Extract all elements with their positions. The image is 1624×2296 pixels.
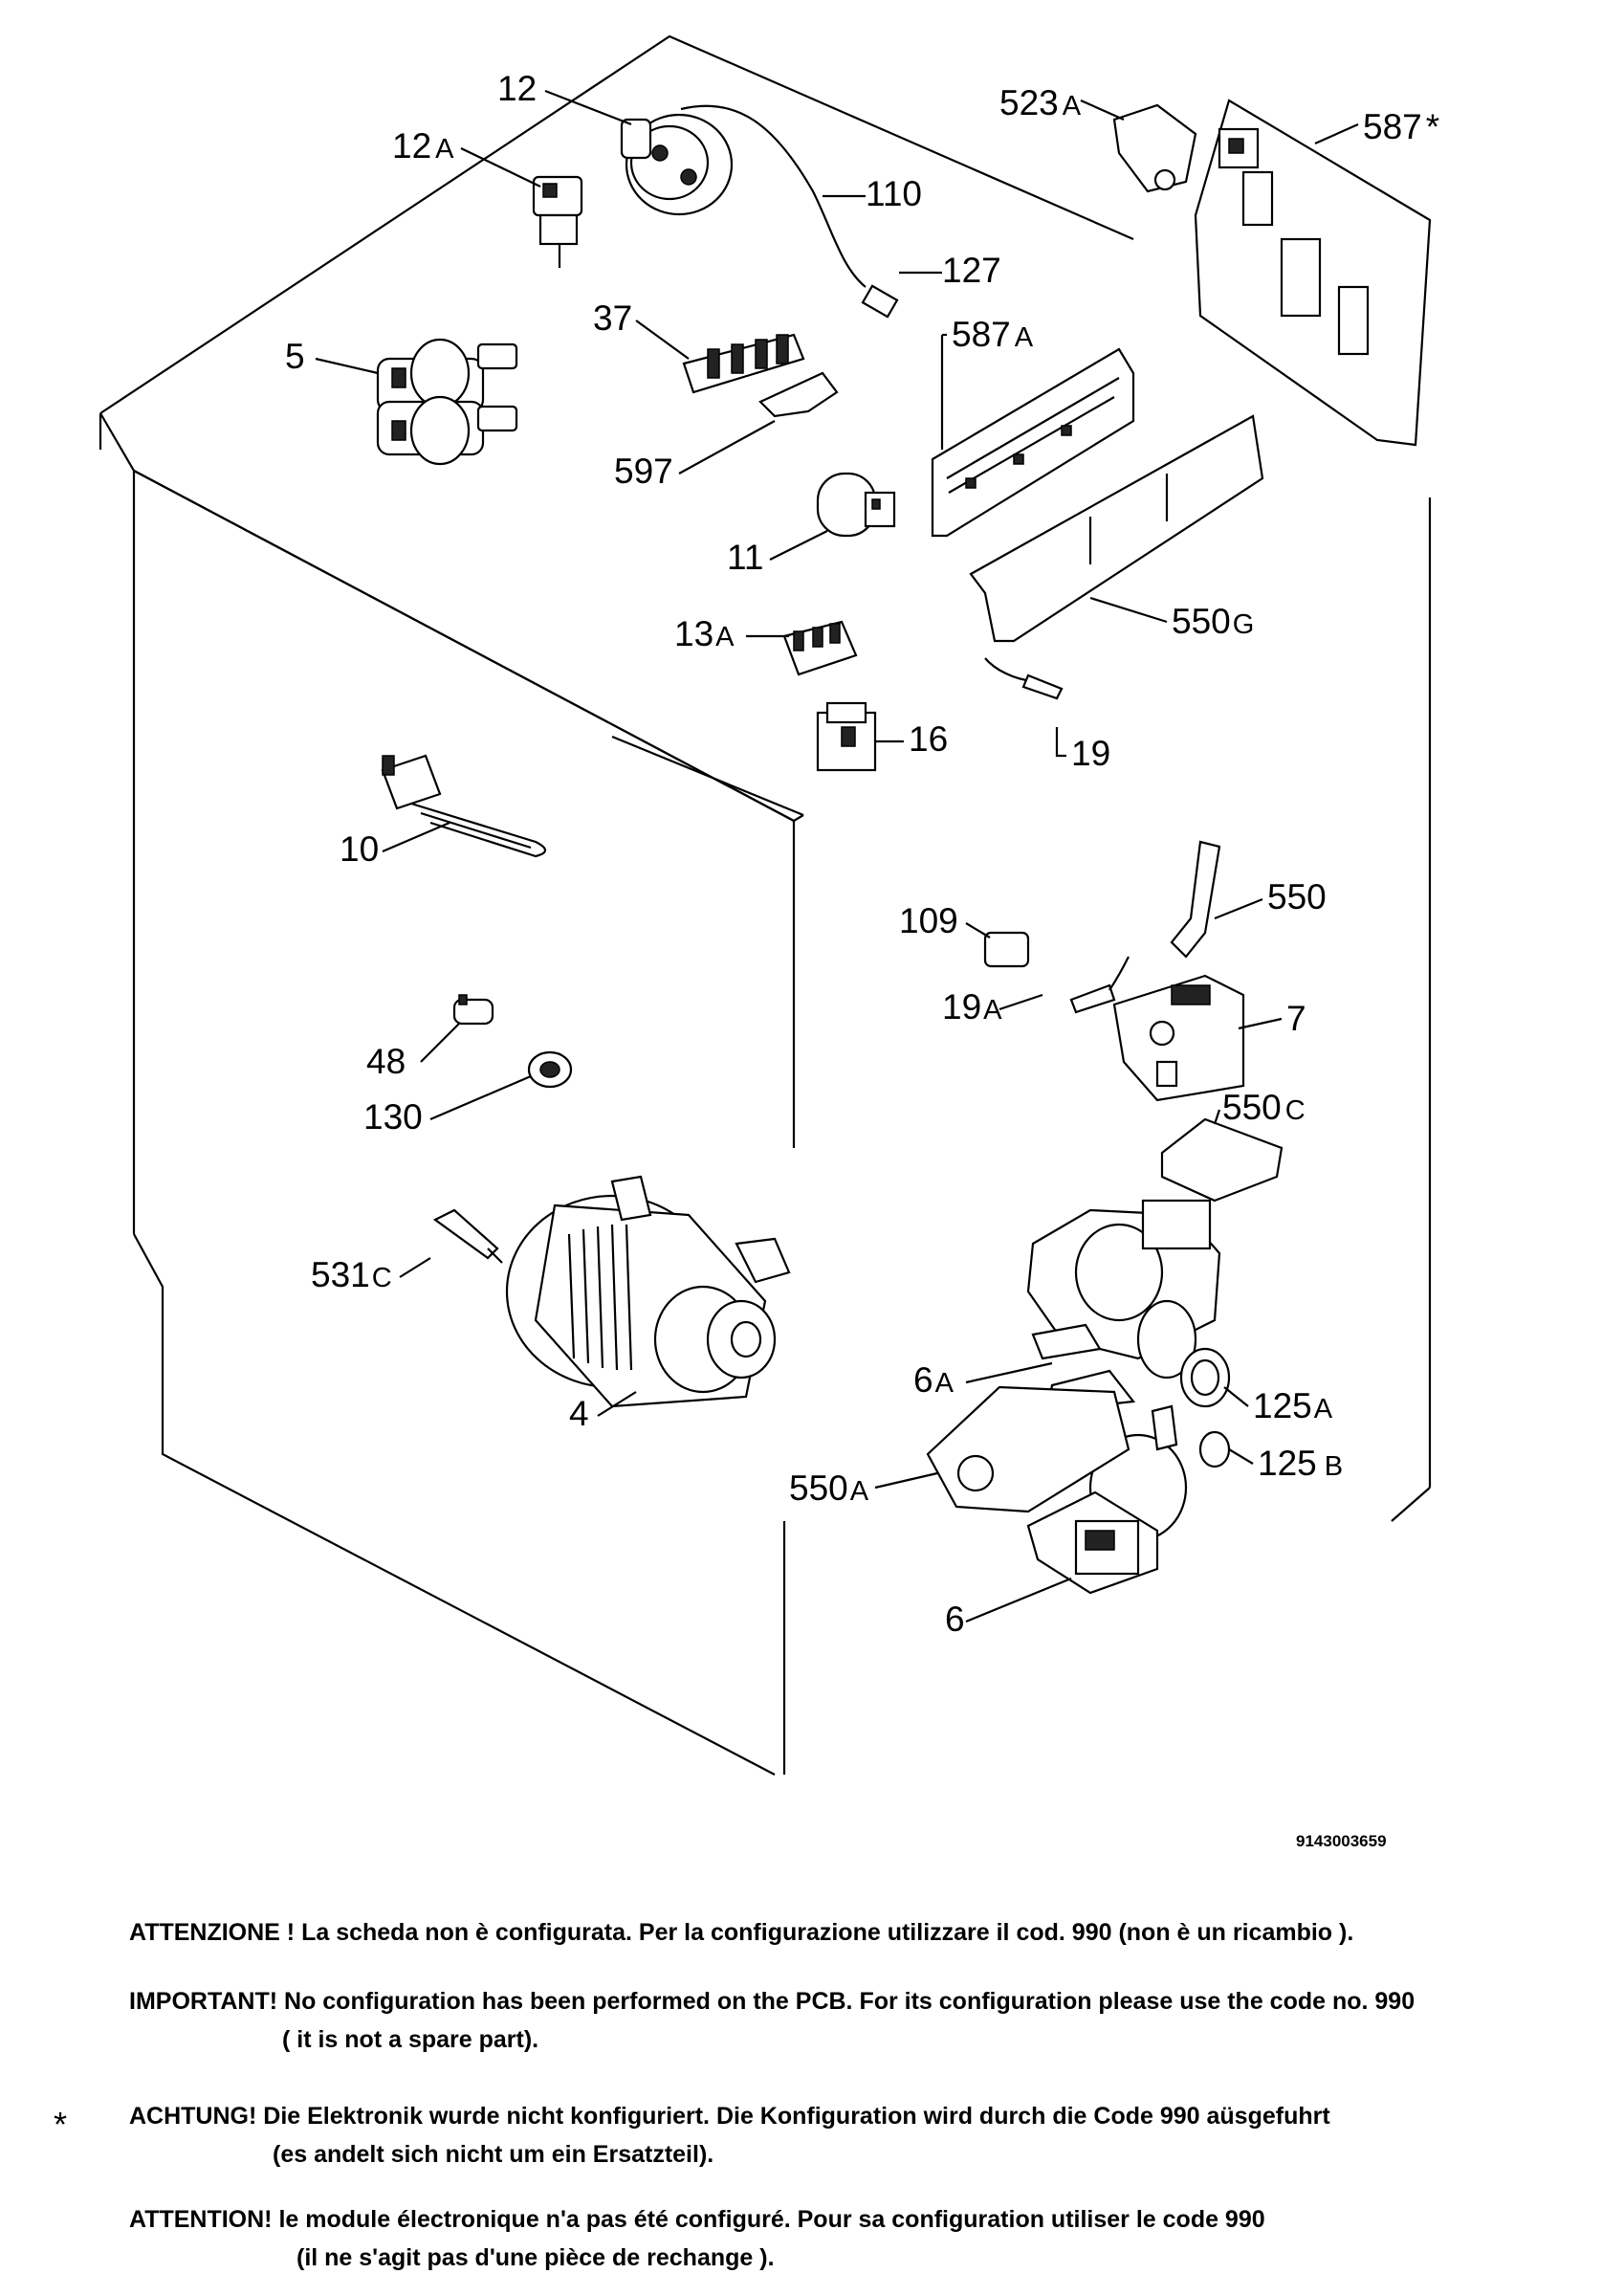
label-125a: 125A — [1253, 1386, 1333, 1425]
label-550: 550 — [1267, 877, 1327, 916]
lever-550-part — [1170, 840, 1221, 959]
label-19a: 19A — [942, 987, 1002, 1027]
terminal-block-part — [682, 333, 805, 394]
note-french-line-2: (il ne s'agit pas d'une pièce de rechang… — [296, 2244, 775, 2271]
seal-125b-part — [1198, 1430, 1231, 1468]
leader-19 — [1055, 727, 1066, 758]
label-550a: 550A — [789, 1468, 869, 1508]
label-12: 12 — [497, 69, 537, 108]
pump-housing-part — [1026, 1199, 1221, 1380]
label-5: 5 — [285, 337, 305, 376]
part-109 — [983, 931, 1030, 968]
control-board-part — [1194, 99, 1432, 447]
label-597: 597 — [614, 452, 673, 491]
ntc-probe-part — [1021, 673, 1064, 700]
label-10: 10 — [340, 829, 379, 869]
label-531c: 531C — [311, 1255, 392, 1294]
label-6a: 6A — [913, 1360, 955, 1400]
part-48 — [452, 994, 494, 1026]
bracket-part — [969, 414, 1264, 643]
cabinet-outline — [99, 34, 1432, 1776]
seal-125a-inner — [1190, 1358, 1220, 1397]
note-italian-text: ATTENZIONE ! La scheda non è configurata… — [129, 1919, 1354, 1946]
label-13a: 13A — [674, 614, 735, 653]
label-6: 6 — [945, 1600, 965, 1639]
ntc-probe-wire — [984, 657, 1034, 683]
door-lock-part-7 — [1112, 974, 1245, 1102]
drain-pump-part — [1026, 1404, 1188, 1595]
note-french-line-1: ATTENTION! le module électronique n'a pa… — [129, 2206, 1265, 2233]
exploded-parts-diagram: 12 12A 110 127 37 5 597 11 13A 16 19 10 … — [99, 34, 1439, 1850]
note-german-line-1: ACHTUNG! Die Elektronik wurde nicht konf… — [129, 2103, 1330, 2130]
inlet-valve-part — [376, 338, 518, 466]
note-english: IMPORTANT! No configuration has been per… — [129, 1982, 1415, 2059]
label-587-star: 587* — [1363, 107, 1439, 146]
label-11: 11 — [727, 538, 763, 577]
label-48: 48 — [366, 1042, 406, 1081]
pressure-switch-part — [620, 113, 734, 216]
capacitor-part — [816, 472, 896, 538]
pcb-panel-part — [931, 347, 1135, 538]
asterisk-marker: * — [54, 2105, 68, 2144]
note-english-line-2: ( it is not a spare part). — [282, 2026, 539, 2053]
label-16: 16 — [909, 719, 948, 759]
relay-part — [816, 701, 877, 772]
label-130: 130 — [363, 1097, 423, 1137]
probe-19a-part — [1069, 983, 1116, 1014]
sensor-part — [532, 175, 583, 268]
note-english-line-1: IMPORTANT! No configuration has been per… — [129, 1988, 1416, 2015]
probe-19a-wire — [1108, 956, 1130, 991]
note-german: ACHTUNG! Die Elektronik wurde nicht konf… — [129, 2097, 1330, 2174]
leader-lines — [315, 89, 1359, 1623]
label-37: 37 — [593, 298, 632, 338]
label-7: 7 — [1286, 999, 1306, 1038]
label-19: 19 — [1071, 734, 1110, 773]
label-4: 4 — [569, 1394, 589, 1433]
clip-part — [758, 371, 839, 418]
label-127: 127 — [942, 251, 1001, 290]
connector-part — [861, 284, 899, 319]
suppressor-part — [782, 620, 858, 676]
part-130 — [527, 1050, 573, 1089]
cover-550c-part — [1160, 1117, 1284, 1203]
note-german-line-2: (es andelt sich nicht um ein Ersatzteil)… — [273, 2141, 714, 2168]
heater-element-part — [381, 754, 547, 858]
hose-part — [680, 104, 867, 288]
label-550g: 550G — [1172, 602, 1254, 641]
motor-part — [505, 1175, 791, 1408]
label-109: 109 — [899, 901, 958, 940]
drawing-number: 9143003659 — [1296, 1832, 1387, 1850]
cover-550a-hole — [956, 1454, 995, 1492]
note-italian: ATTENZIONE ! La scheda non è configurata… — [129, 1913, 1353, 1952]
selector-knob-part — [1112, 103, 1197, 193]
note-french: ATTENTION! le module électronique n'a pa… — [129, 2200, 1265, 2277]
label-110: 110 — [866, 174, 922, 213]
screw-part — [432, 1208, 503, 1264]
